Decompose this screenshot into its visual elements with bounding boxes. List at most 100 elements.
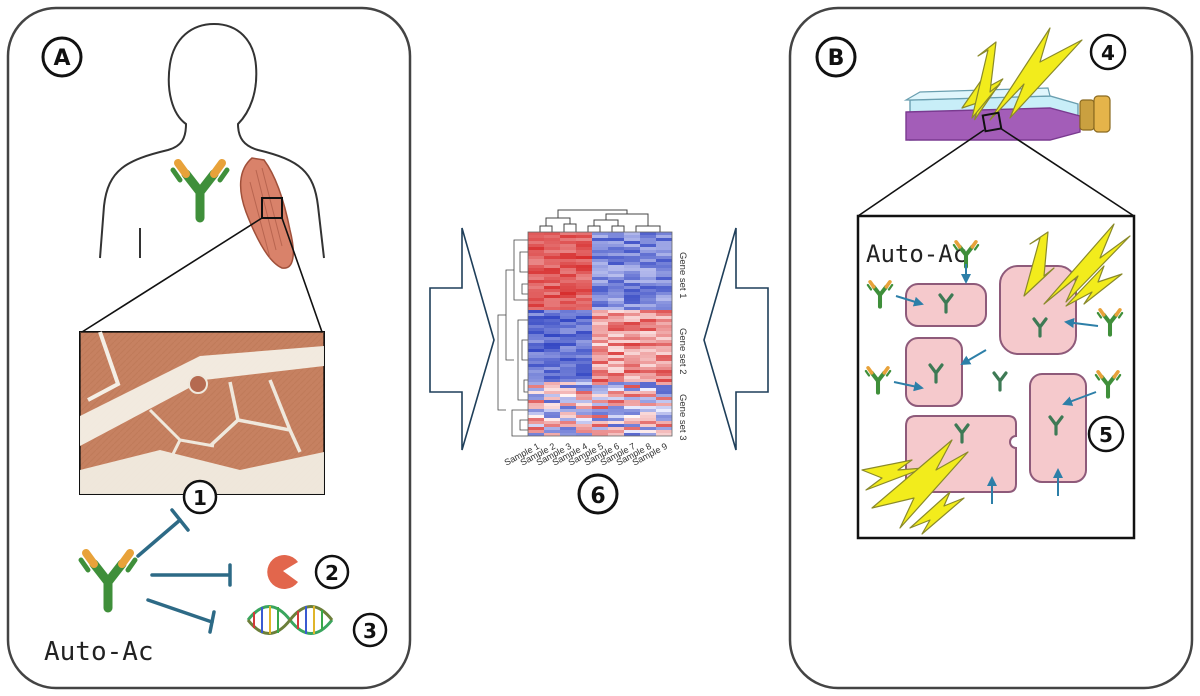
heatmap-cell <box>640 346 656 349</box>
heatmap-cell <box>544 271 560 274</box>
heatmap-cell <box>528 385 544 388</box>
heatmap-cell <box>656 415 672 418</box>
heatmap-cell <box>528 406 544 409</box>
muscle-histology-image <box>79 331 325 495</box>
bolt-cell-bottom-small <box>909 491 965 535</box>
heatmap-cell <box>656 289 672 292</box>
heatmap-cell <box>560 427 576 430</box>
heatmap-cell <box>544 349 560 352</box>
heatmap-cell <box>624 286 640 289</box>
heatmap-cell <box>560 424 576 427</box>
heatmap-cell <box>656 382 672 385</box>
heatmap-cell <box>656 400 672 403</box>
heatmap-cell <box>560 277 576 280</box>
heatmap-cell <box>624 346 640 349</box>
heatmap-cell <box>640 304 656 307</box>
heatmap-cell <box>528 370 544 373</box>
heatmap-cell <box>640 298 656 301</box>
heatmap-cell <box>640 373 656 376</box>
heatmap-cell <box>656 238 672 241</box>
heatmap-cell <box>656 391 672 394</box>
heatmap-cell <box>592 394 608 397</box>
marker-4: 4 <box>1089 33 1127 71</box>
heatmap-cell <box>528 430 544 433</box>
heatmap-cell <box>608 352 624 355</box>
heatmap-cell <box>560 307 576 310</box>
heatmap-cell <box>640 379 656 382</box>
heatmap-cell <box>656 334 672 337</box>
heatmap-cell <box>528 373 544 376</box>
heatmap-cell <box>528 325 544 328</box>
heatmap-cell <box>656 265 672 268</box>
heatmap-cell <box>576 391 592 394</box>
heatmap-cell <box>640 403 656 406</box>
heatmap-cell <box>576 235 592 238</box>
heatmap-cell <box>656 331 672 334</box>
heatmap-cell <box>608 268 624 271</box>
heatmap-cell <box>624 355 640 358</box>
heatmap-cell <box>592 388 608 391</box>
heatmap-cell <box>592 235 608 238</box>
heatmap-cell <box>608 412 624 415</box>
heatmap-cell <box>624 241 640 244</box>
heatmap-cell <box>592 406 608 409</box>
heatmap-cell <box>624 298 640 301</box>
heatmap-cell <box>560 271 576 274</box>
heatmap-cell <box>608 427 624 430</box>
heatmap-cell <box>560 397 576 400</box>
heatmap-cell <box>560 235 576 238</box>
heatmap-cell <box>544 415 560 418</box>
heatmap-cell <box>576 409 592 412</box>
heatmap-cell <box>544 331 560 334</box>
heatmap-cell <box>624 367 640 370</box>
heatmap-cell <box>528 274 544 277</box>
heatmap-cells <box>528 232 672 436</box>
heatmap-cell <box>528 409 544 412</box>
heatmap-cell <box>592 358 608 361</box>
heatmap-cell <box>560 403 576 406</box>
heatmap-cell <box>656 352 672 355</box>
heatmap-cell <box>608 250 624 253</box>
heatmap-cell <box>624 292 640 295</box>
heatmap-cell <box>624 397 640 400</box>
heatmap-cell <box>544 253 560 256</box>
heatmap-cell <box>624 232 640 235</box>
heatmap-cell <box>592 313 608 316</box>
heatmap-cell <box>576 367 592 370</box>
heatmap-cell <box>544 364 560 367</box>
heatmap-cell <box>560 430 576 433</box>
heatmap-cell <box>608 337 624 340</box>
heatmap-cell <box>608 397 624 400</box>
heatmap-cell <box>544 328 560 331</box>
heatmap-cell <box>560 256 576 259</box>
heatmap-cell <box>592 322 608 325</box>
svg-text:1: 1 <box>193 486 207 510</box>
heatmap-cell <box>560 394 576 397</box>
heatmap-cell <box>656 346 672 349</box>
heatmap-cell <box>624 343 640 346</box>
heatmap-cell <box>544 403 560 406</box>
heatmap-cell <box>640 400 656 403</box>
heatmap-cell <box>624 238 640 241</box>
heatmap-cell <box>576 406 592 409</box>
heatmap-cell <box>560 268 576 271</box>
heatmap-cell <box>608 286 624 289</box>
heatmap-cell <box>528 361 544 364</box>
heatmap-cell <box>560 280 576 283</box>
heatmap-cell <box>560 301 576 304</box>
heatmap-cell <box>592 352 608 355</box>
heatmap-cell <box>592 274 608 277</box>
heatmap-cell <box>592 340 608 343</box>
auto-ac-label-b: Auto-Ac <box>866 240 967 268</box>
heatmap-cell <box>656 370 672 373</box>
heatmap-cell <box>544 319 560 322</box>
heatmap-cell <box>656 244 672 247</box>
heatmap-cell <box>656 427 672 430</box>
heatmap-cell <box>560 376 576 379</box>
heatmap-cell <box>560 322 576 325</box>
heatmap-cell <box>656 295 672 298</box>
heatmap-cell <box>608 328 624 331</box>
heatmap-cell <box>560 250 576 253</box>
heatmap-cell <box>640 364 656 367</box>
heatmap-cell <box>608 379 624 382</box>
